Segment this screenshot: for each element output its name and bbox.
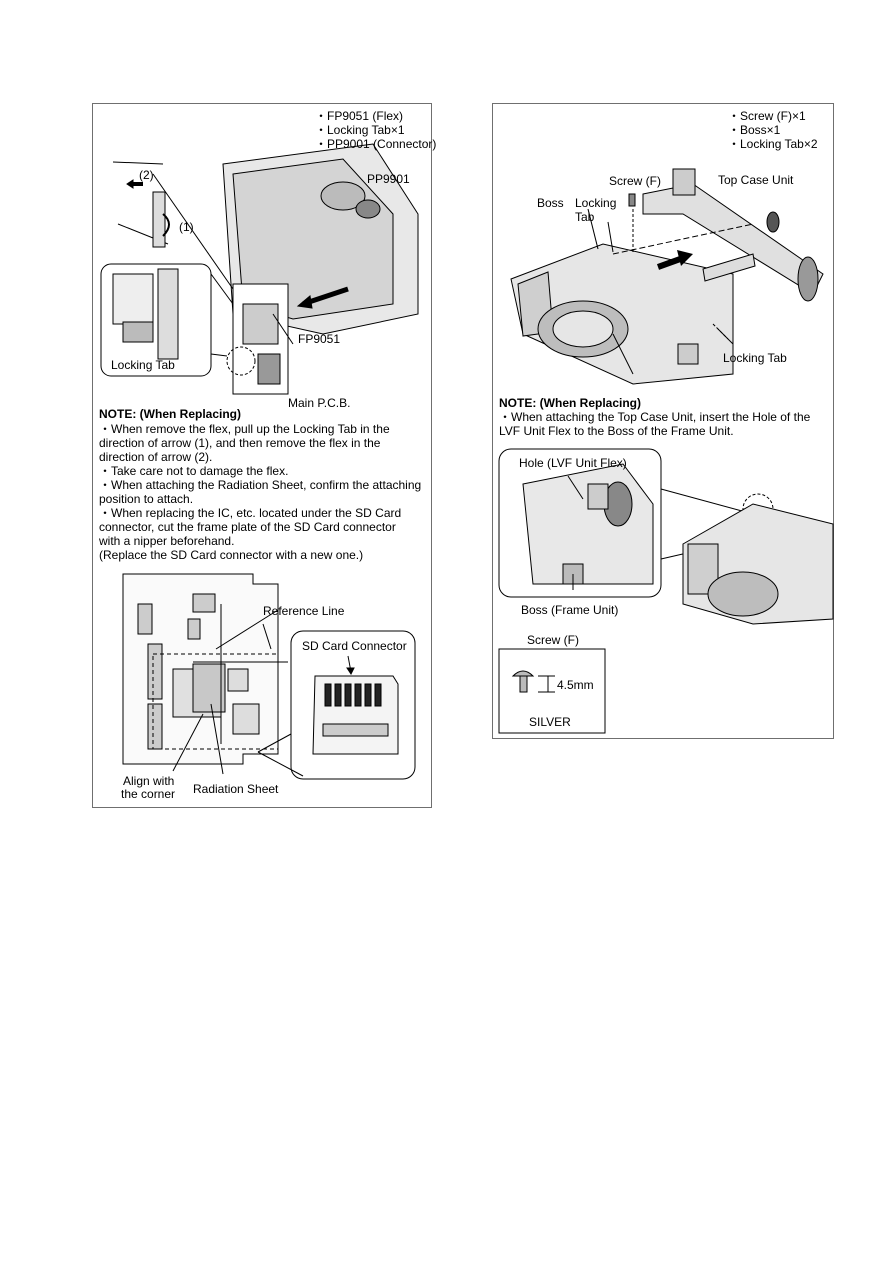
- radiation-sheet-label: Radiation Sheet: [193, 782, 279, 796]
- frame-unit-illustration: [510, 243, 734, 385]
- screw-spec-title: Screw (F): [527, 633, 579, 647]
- locking-tab-detail: [112, 268, 179, 360]
- parts-list-item: ・Boss×1: [728, 123, 781, 137]
- left-illustration: [100, 143, 419, 780]
- right-illustration: [498, 168, 834, 734]
- note-title: NOTE: (When Replacing): [499, 396, 641, 410]
- frame-unit-small-view: [682, 503, 834, 625]
- align-corner-label: the corner: [121, 787, 176, 801]
- screw-length-label: 4.5mm: [557, 678, 594, 692]
- screw-color-label: SILVER: [529, 715, 571, 729]
- fp9051-label: FP9051: [298, 332, 341, 346]
- note-line: (Replace the SD Card connector with a ne…: [99, 548, 364, 562]
- right-instruction-panel: ・Screw (F)×1 ・Boss×1 ・Locking Tab×2 Scre…: [492, 103, 834, 739]
- note-line: ・Take care not to damage the flex.: [99, 464, 289, 478]
- locking-tab-label: Locking Tab: [111, 358, 175, 372]
- camera-body-illustration: [222, 143, 419, 395]
- top-case-unit-label: Top Case Unit: [718, 173, 794, 187]
- boss-label: Boss: [537, 196, 564, 210]
- arrow-1-label: (1): [179, 220, 194, 234]
- hole-label: Hole (LVF Unit Flex): [519, 456, 627, 470]
- note-line: connector, cut the frame plate of the SD…: [99, 520, 396, 534]
- pp9901-label: PP9901: [367, 172, 410, 186]
- locking-tab-label: Tab: [575, 210, 595, 224]
- note-line: with a nipper beforehand.: [99, 534, 235, 548]
- flex-arrow-illustration: [112, 161, 170, 248]
- main-pcb-drawing: [122, 573, 288, 765]
- screw-f-label: Screw (F): [609, 174, 661, 188]
- reference-line-label: Reference Line: [263, 604, 345, 618]
- note-line: position to attach.: [99, 492, 194, 506]
- top-case-unit-illustration: [642, 168, 824, 302]
- screw-spec-drawing: [511, 670, 555, 693]
- parts-list-item: ・Locking Tab×1: [315, 123, 405, 137]
- locking-tab-label: Locking: [575, 196, 617, 210]
- note-line: ・When replacing the IC, etc. located und…: [99, 506, 402, 520]
- parts-list-item: ・FP9051 (Flex): [315, 109, 404, 123]
- arrow-2-label: (2): [139, 168, 154, 182]
- parts-list-item: ・PP9001 (Connector): [315, 137, 437, 151]
- locking-tab-bottom-label: Locking Tab: [723, 351, 787, 365]
- left-instruction-panel: ・FP9051 (Flex) ・Locking Tab×1 ・PP9001 (C…: [92, 103, 436, 808]
- main-pcb-label: Main P.C.B.: [288, 396, 351, 410]
- note-title: NOTE: (When Replacing): [99, 407, 241, 421]
- boss-frame-label: Boss (Frame Unit): [521, 603, 619, 617]
- note-line: direction of arrow (1), and then remove …: [99, 436, 381, 450]
- note-line: ・When attaching the Top Case Unit, inser…: [499, 410, 811, 424]
- parts-list-item: ・Screw (F)×1: [728, 109, 806, 123]
- sd-card-connector-drawing: [312, 655, 399, 755]
- align-corner-label: Align with: [123, 774, 175, 788]
- note-line: ・When attaching the Radiation Sheet, con…: [99, 478, 422, 492]
- note-line: ・When remove the flex, pull up the Locki…: [99, 422, 390, 436]
- parts-list-item: ・Locking Tab×2: [728, 137, 818, 151]
- note-line: direction of arrow (2).: [99, 450, 213, 464]
- hole-detail-drawing: [522, 463, 654, 585]
- sd-card-connector-label: SD Card Connector: [302, 639, 407, 653]
- note-line: LVF Unit Flex to the Boss of the Frame U…: [499, 424, 734, 438]
